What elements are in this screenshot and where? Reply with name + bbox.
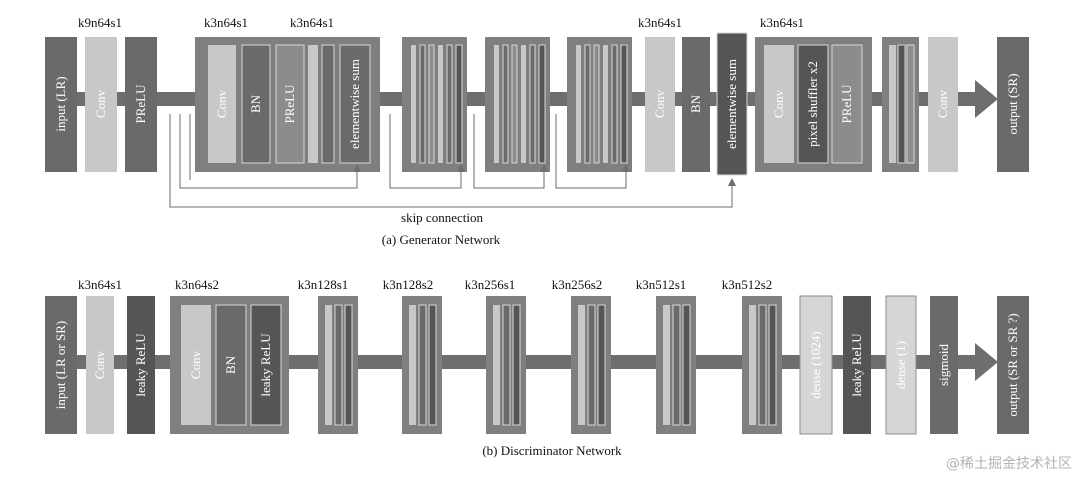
disc-output-label: output (SR or SR ?) [1005, 313, 1020, 416]
gen-final-conv-label: Conv [935, 89, 950, 118]
gen-output-label: output (SR) [1005, 73, 1020, 134]
gen-block2-label: k3n64s1 [290, 15, 334, 30]
gen-up-shuffler-block [797, 44, 829, 164]
disc-l4-label: k3n128s2 [383, 277, 434, 292]
gen-output-block [997, 37, 1029, 172]
disc-blk-bn-label: BN [223, 355, 238, 374]
disc-output-block [997, 296, 1029, 434]
gen-up-prelu-block [831, 44, 863, 164]
gen-upsample-kernel-label: k3n64s1 [760, 15, 804, 30]
disc-input-label: input (LR or SR) [53, 321, 68, 409]
gen-res-conv-label: Conv [214, 89, 229, 118]
gen-res-sum-label: elementwise sum [347, 59, 362, 149]
gen-block1-label: k3n64s1 [204, 15, 248, 30]
generator-flow-arrow-head [975, 80, 998, 118]
gen-res-prelu-label: PReLU [282, 84, 297, 124]
gen-post-conv-label: Conv [652, 89, 667, 118]
disc-conv1-block [86, 296, 114, 434]
gen-up-shuffler-label: pixel shuffler x2 [805, 61, 820, 147]
gen-skip-connection-label: skip connection [401, 210, 483, 225]
watermark: @稀土掘金技术社区 [946, 456, 1072, 472]
disc-leaky2-label: leaky ReLU [849, 333, 864, 397]
disc-l7-label: k3n512s1 [636, 277, 687, 292]
disc-l6-label: k3n256s2 [552, 277, 603, 292]
gen-prelu1-label: PReLU [133, 84, 148, 124]
gen-residual-block-3 [485, 37, 550, 172]
gen-res-prelu-block [275, 44, 305, 164]
disc-leaky2-block [843, 296, 871, 434]
gen-res-sum-block [339, 44, 371, 164]
disc-sigmoid-label: sigmoid [936, 344, 951, 386]
generator-network: input (LR) Conv k9n64s1 PReLU Conv BN PR… [45, 15, 1029, 247]
disc-l5-label: k3n256s1 [465, 277, 516, 292]
disc-leaky1-block [127, 296, 155, 434]
disc-block-k3n256s2 [571, 296, 611, 434]
gen-upsample-block-2 [882, 37, 919, 172]
gen-up-conv-block [764, 45, 794, 163]
gen-k9n64s1-label: k9n64s1 [78, 15, 122, 30]
disc-block-k3n128s2 [402, 296, 442, 434]
disc-l8-label: k3n512s2 [722, 277, 773, 292]
disc-conv1-label: Conv [92, 350, 107, 379]
disc-block-k3n512s1 [656, 296, 696, 434]
gen-post-sum-block [716, 32, 748, 176]
gen-residual-block-2 [402, 37, 467, 172]
disc-blk-leaky-block [250, 304, 282, 426]
gen-res-bn-label: BN [248, 94, 263, 113]
disc-dense1-block [885, 295, 917, 435]
disc-l3-label: k3n128s1 [298, 277, 349, 292]
gen-up-prelu-label: PReLU [839, 84, 854, 124]
gen-up-conv-label: Conv [771, 89, 786, 118]
gen-prelu1-block [125, 37, 157, 172]
gen-input-label: input (LR) [53, 76, 68, 131]
disc-blk-leaky-label: leaky ReLU [258, 333, 273, 397]
gen-postconv-kernel-label: k3n64s1 [638, 15, 682, 30]
disc-dense1024-block [799, 295, 833, 435]
gen-res-bn2-block [321, 44, 335, 164]
disc-block-k3n256s1 [486, 296, 526, 434]
gen-res-conv-block [208, 45, 236, 163]
disc-dense1-label: dense (1) [893, 341, 908, 389]
disc-l1-label: k3n64s1 [78, 277, 122, 292]
disc-leaky1-label: leaky ReLU [133, 333, 148, 397]
disc-block-k3n512s2 [742, 296, 782, 434]
disc-l2-label: k3n64s2 [175, 277, 219, 292]
disc-blk-conv-label: Conv [188, 350, 203, 379]
gen-final-conv-block [928, 37, 958, 172]
gen-post-bn-label: BN [688, 94, 703, 113]
gen-res-bn-block [241, 44, 271, 164]
disc-dense1024-label: dense (1024) [808, 331, 823, 399]
disc-blk-bn-block [215, 304, 247, 426]
disc-flow-arrow-head [975, 343, 998, 381]
gen-residual-block-4 [567, 37, 632, 172]
disc-blk-conv-block [181, 305, 211, 425]
gen-post-bn-block [682, 37, 710, 172]
discriminator-network: input (LR or SR) Conv k3n64s1 leaky ReLU… [45, 277, 1029, 458]
gen-conv1-block [85, 37, 117, 172]
disc-block-k3n128s1 [318, 296, 358, 434]
gen-skip-connections [169, 114, 736, 208]
gen-post-conv-block [645, 37, 675, 172]
gen-res-conv2-block [308, 45, 318, 163]
gen-conv1-label: Conv [93, 89, 108, 118]
gen-post-sum-label: elementwise sum [724, 59, 739, 149]
gen-caption: (a) Generator Network [382, 232, 501, 247]
disc-sigmoid-block [930, 296, 958, 434]
disc-input-block [45, 296, 77, 434]
gen-input-block [45, 37, 77, 172]
disc-caption: (b) Discriminator Network [482, 443, 622, 458]
